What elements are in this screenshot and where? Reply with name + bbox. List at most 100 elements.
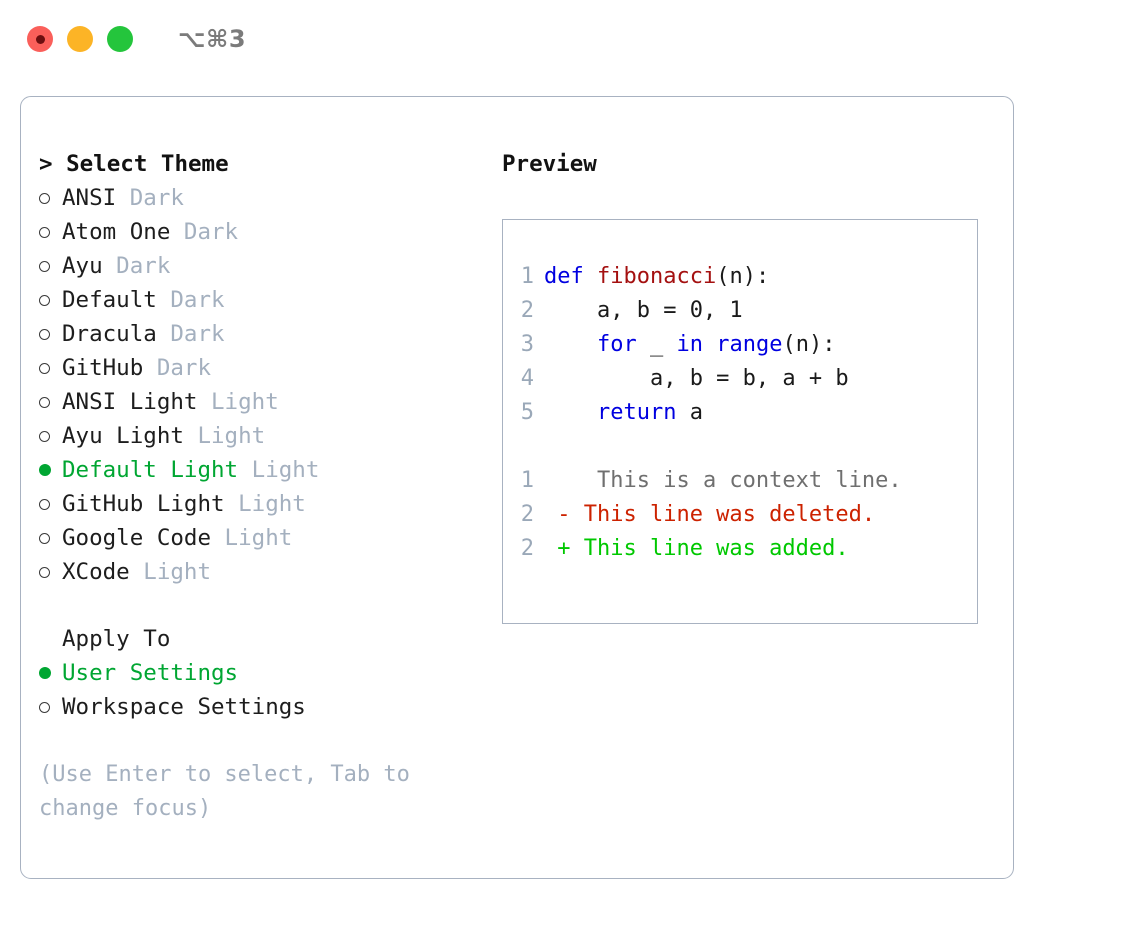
option-badge: Light [183,423,266,449]
unselected-bullet-icon [39,181,53,215]
unselected-bullet-icon [39,249,53,283]
line-number: 3 [520,332,534,357]
theme-option-3[interactable]: Default Dark [39,283,489,317]
code-line: 2 a, b = 0, 1 [520,294,969,328]
line-number: 2 [520,502,534,527]
apply-to-option-0[interactable]: User Settings [39,656,489,690]
selected-bullet-icon [39,656,53,690]
unselected-bullet-icon [39,419,53,453]
code-token: for [596,332,637,357]
line-number: 5 [520,400,534,425]
unselected-bullet-icon [39,385,53,419]
select-theme-header: > Select Theme [39,147,489,181]
option-label: User Settings [62,660,239,686]
select-theme-title: Select Theme [66,151,229,177]
option-badge: Light [197,389,279,415]
theme-option-2[interactable]: Ayu Dark [39,249,489,283]
theme-option-7[interactable]: Ayu Light Light [39,419,489,453]
code-token [544,332,597,357]
traffic-lights [27,26,133,52]
window-title: ⌥⌘3 [178,25,247,53]
unselected-bullet-icon [39,215,53,249]
code-token: (n): [782,332,836,357]
option-badge: Dark [143,355,212,381]
code-token: fibonacci [596,264,717,289]
code-line: 1 def fibonacci(n): [520,260,969,294]
option-label: Google Code [62,525,212,551]
apply-to-title: Apply To [62,626,171,652]
option-label: Atom One [62,219,171,245]
line-number: 2 [520,298,534,323]
option-badge: Light [129,559,212,585]
theme-option-1[interactable]: Atom One Dark [39,215,489,249]
option-badge: Dark [156,321,225,347]
line-number: 1 [520,468,534,493]
option-label: XCode [62,559,130,585]
diff-text: + This line was added. [544,536,849,561]
code-line: 3 for _ in range(n): [520,328,969,362]
unselected-bullet-icon [39,487,53,521]
prompt-marker-icon: > [39,151,53,177]
theme-option-5[interactable]: GitHub Dark [39,351,489,385]
option-label: Default [62,287,157,313]
theme-option-0[interactable]: ANSI Dark [39,181,489,215]
minimize-button-icon[interactable] [67,26,93,52]
code-token: def [544,264,597,289]
theme-option-6[interactable]: ANSI Light Light [39,385,489,419]
code-line: 5 return a [520,396,969,430]
option-label: Workspace Settings [62,694,306,720]
line-number: 1 [520,264,534,289]
option-badge: Dark [156,287,225,313]
code-blank-line [520,430,969,464]
code-token [703,332,716,357]
diff-line: 1 This is a context line. [520,464,969,498]
theme-option-4[interactable]: Dracula Dark [39,317,489,351]
code-token: return [596,400,677,425]
unselected-bullet-icon [39,690,53,724]
diff-text: This is a context line. [544,468,902,493]
unselected-bullet-icon [39,317,53,351]
option-badge: Dark [170,219,239,245]
option-badge: Dark [102,253,171,279]
code-token [544,400,597,425]
option-badge: Light [238,457,320,483]
apply-to-option-1[interactable]: Workspace Settings [39,690,489,724]
line-number: 4 [520,366,534,391]
diff-line: 2 - This line was deleted. [520,498,969,532]
code-token: (n): [716,264,770,289]
code-line: 4 a, b = b, a + b [520,362,969,396]
option-label: Ayu Light [62,423,184,449]
option-label: ANSI Light [62,389,198,415]
option-label: GitHub Light [62,491,225,517]
code-token: a, b = 0, 1 [544,298,743,323]
unselected-bullet-icon [39,351,53,385]
option-label: ANSI [62,185,117,211]
theme-option-8[interactable]: Default Light Light [39,453,489,487]
unselected-bullet-icon [39,283,53,317]
maximize-button-icon[interactable] [107,26,133,52]
option-badge: Light [211,525,293,551]
title-bar: ⌥⌘3 [0,0,1140,78]
theme-option-9[interactable]: GitHub Light Light [39,487,489,521]
option-label: GitHub [62,355,144,381]
theme-option-11[interactable]: XCode Light [39,555,489,589]
line-number: 2 [520,536,534,561]
unselected-bullet-icon [39,521,53,555]
option-label: Default Light [62,457,239,483]
code-token: _ [636,332,677,357]
unselected-bullet-icon [39,555,53,589]
theme-option-10[interactable]: Google Code Light [39,521,489,555]
code-token: range [716,332,783,357]
code-token: a, b = b, a + b [544,366,849,391]
code-token: in [676,332,703,357]
close-button-icon[interactable] [27,26,53,52]
